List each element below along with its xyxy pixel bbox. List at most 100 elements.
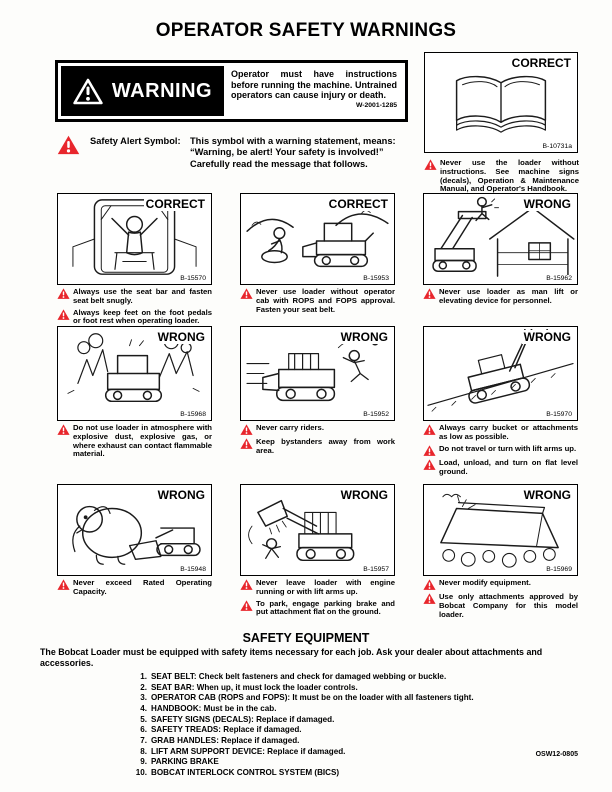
illustration-carrying-riders [243, 329, 392, 418]
caption-text: To park, engage parking brake and put at… [256, 598, 395, 617]
figure-code: B-15570 [178, 275, 206, 282]
safety-equipment-list: 1. SEAT BELT: Check belt fasteners and ch… [130, 672, 474, 779]
item-text: HANDBOOK: Must be in the cab. [151, 704, 277, 714]
figure-code: B-15962 [544, 275, 572, 282]
page-title: OPERATOR SAFETY WARNINGS [155, 20, 457, 41]
alert-triangle-icon [240, 599, 253, 618]
item-number: 1. [140, 672, 147, 681]
alert-triangle-icon [424, 159, 437, 194]
alert-triangle-icon [423, 424, 436, 442]
alert-triangle-icon [240, 288, 253, 314]
item-number: 4. [140, 704, 147, 714]
panel-captions: Always use the seat bar and fasten seat … [57, 287, 212, 327]
figure-code: B-15952 [361, 411, 389, 418]
caption-text: Always use the seat bar and fasten seat … [73, 287, 212, 305]
caption-text: Load, unload, and turn on flat level gro… [439, 457, 578, 476]
safety-panel: WRONG B-15968 Do not use loader in atmos… [57, 326, 212, 459]
caption-item: Load, unload, and turn on flat level gro… [423, 457, 578, 477]
verdict-label: WRONG [521, 197, 571, 211]
caption-item: Never use loader without operator cab wi… [240, 287, 395, 314]
item-text: PARKING BRAKE [151, 757, 219, 767]
alert-triangle-icon [57, 135, 80, 155]
illustration-explosive-atmosphere [60, 329, 209, 418]
verdict-label: WRONG [338, 330, 388, 344]
safety-panel: CORRECT B-15570 Always use the seat bar … [57, 193, 212, 326]
alert-triangle-icon [57, 579, 70, 597]
caption-text: Use only attachments approved by Bobcat … [439, 592, 578, 619]
item-number: 5. [140, 714, 147, 724]
item-text: SAFETY TREADS: Replace if damaged. [151, 725, 302, 735]
caption-item: Never modify equipment. [423, 578, 578, 590]
item-number: 3. [140, 693, 147, 703]
item-number: 2. [140, 682, 147, 692]
caption-item: Always keep feet on the foot pedals or f… [57, 308, 212, 327]
figure-code: B-15957 [361, 566, 389, 573]
alert-triangle-icon [57, 424, 70, 459]
figure-code: B-15969 [544, 566, 572, 573]
caption-item: Never use the loader without instruction… [424, 158, 579, 194]
verdict-label: CORRECT [509, 56, 571, 70]
caption-text: Never exceed Rated Operating Capacity. [73, 578, 212, 596]
alert-triangle-icon [423, 593, 436, 619]
caption-item: Never use loader as man lift or elevatin… [423, 287, 578, 306]
panel-captions: Never modify equipment. Use only attachme… [423, 578, 578, 620]
caption-text: Never use the loader without instruction… [440, 158, 579, 194]
footer-document-code: OSW12-0805 [535, 751, 578, 758]
illustration-engine-running-arms-up [243, 487, 392, 573]
verdict-label: CORRECT [143, 197, 205, 211]
item-number: 9. [140, 757, 147, 767]
caption-item: Never leave loader with engine running o… [240, 578, 395, 597]
safety-alert-text: This symbol with a warning statement, me… [190, 136, 396, 169]
caption-item: Always carry bucket or attachments as lo… [423, 423, 578, 442]
caption-item: Do not use loader in atmosphere with exp… [57, 423, 212, 459]
caption-item: Do not travel or turn with lift arms up. [423, 444, 578, 456]
illustration-operator-in-cab [60, 196, 209, 282]
illustration-modified-bucket [426, 487, 575, 573]
intro-line: accessories. [40, 658, 94, 669]
figure-code: B-15970 [544, 411, 572, 418]
alert-triangle-icon [240, 579, 253, 597]
safety-equipment-intro: The Bobcat Loader must be equipped with … [40, 647, 578, 669]
item-text: OPERATOR CAB (ROPS and FOPS): It must be… [151, 693, 474, 703]
panel-captions: Never exceed Rated Operating Capacity. [57, 578, 212, 597]
verdict-label: WRONG [338, 488, 388, 502]
illustration-loader-with-cab [243, 196, 392, 282]
warning-box-black-field: WARNING [61, 66, 224, 116]
caption-text: Never leave loader with engine running o… [256, 578, 395, 596]
safety-equipment-item: 8.LIFT ARM SUPPORT DEVICE: Replace if da… [130, 747, 474, 756]
panel-captions: Never use loader as man lift or elevatin… [423, 287, 578, 306]
panel-captions: Never leave loader with engine running o… [240, 578, 395, 618]
warning-box: WARNING Operator must have instructions … [55, 60, 408, 122]
caption-item: Always use the seat bar and fasten seat … [57, 287, 212, 306]
alert-triangle-icon [423, 444, 436, 456]
illustration-elephant-overload [60, 487, 209, 573]
caption-item: Never carry riders. [240, 423, 395, 435]
item-text: GRAB HANDLES: Replace if damaged. [151, 736, 300, 746]
handbook-panel: CORRECT B-10731a [424, 52, 578, 153]
warning-text: Operator must have instructions before r… [231, 69, 397, 101]
alert-triangle-icon [423, 288, 436, 306]
panel-captions: Never use loader without operator cab wi… [240, 287, 395, 314]
safety-panel: WRONG B-15969 Never modify equipment.Use… [423, 484, 578, 620]
handbook-captions: Never use the loader without instruction… [424, 156, 579, 194]
alert-triangle-icon [240, 424, 253, 435]
caption-item: To park, engage parking brake and put at… [240, 598, 395, 618]
safety-equipment-item: 10.BOBCAT INTERLOCK CONTROL SYSTEM (BICS… [130, 768, 474, 777]
safety-panel: WRONG B-15962 Never use loader as man li… [423, 193, 578, 306]
figure-code: B-15953 [361, 275, 389, 282]
illustration-open-handbook [427, 55, 575, 150]
item-text: LIFT ARM SUPPORT DEVICE: Replace if dama… [151, 746, 346, 756]
warning-label: WARNING [111, 79, 213, 102]
caption-item: Keep bystanders away from work area. [240, 438, 395, 456]
item-text: SEAT BELT: Check belt fasteners and chec… [151, 672, 447, 681]
item-number: 6. [140, 725, 147, 735]
figure-code: B-15968 [178, 411, 206, 418]
figure-code: B-15948 [178, 566, 206, 573]
safety-equipment-item: 5.SAFETY SIGNS (DECALS): Replace if dama… [130, 715, 474, 724]
item-text: BOBCAT INTERLOCK CONTROL SYSTEM (BICS) [151, 768, 340, 778]
alert-triangle-icon [240, 438, 253, 456]
panel-captions: Do not use loader in atmosphere with exp… [57, 423, 212, 459]
verdict-label: WRONG [521, 330, 571, 344]
panel-captions: Never carry riders. Keep bystanders away … [240, 423, 395, 456]
